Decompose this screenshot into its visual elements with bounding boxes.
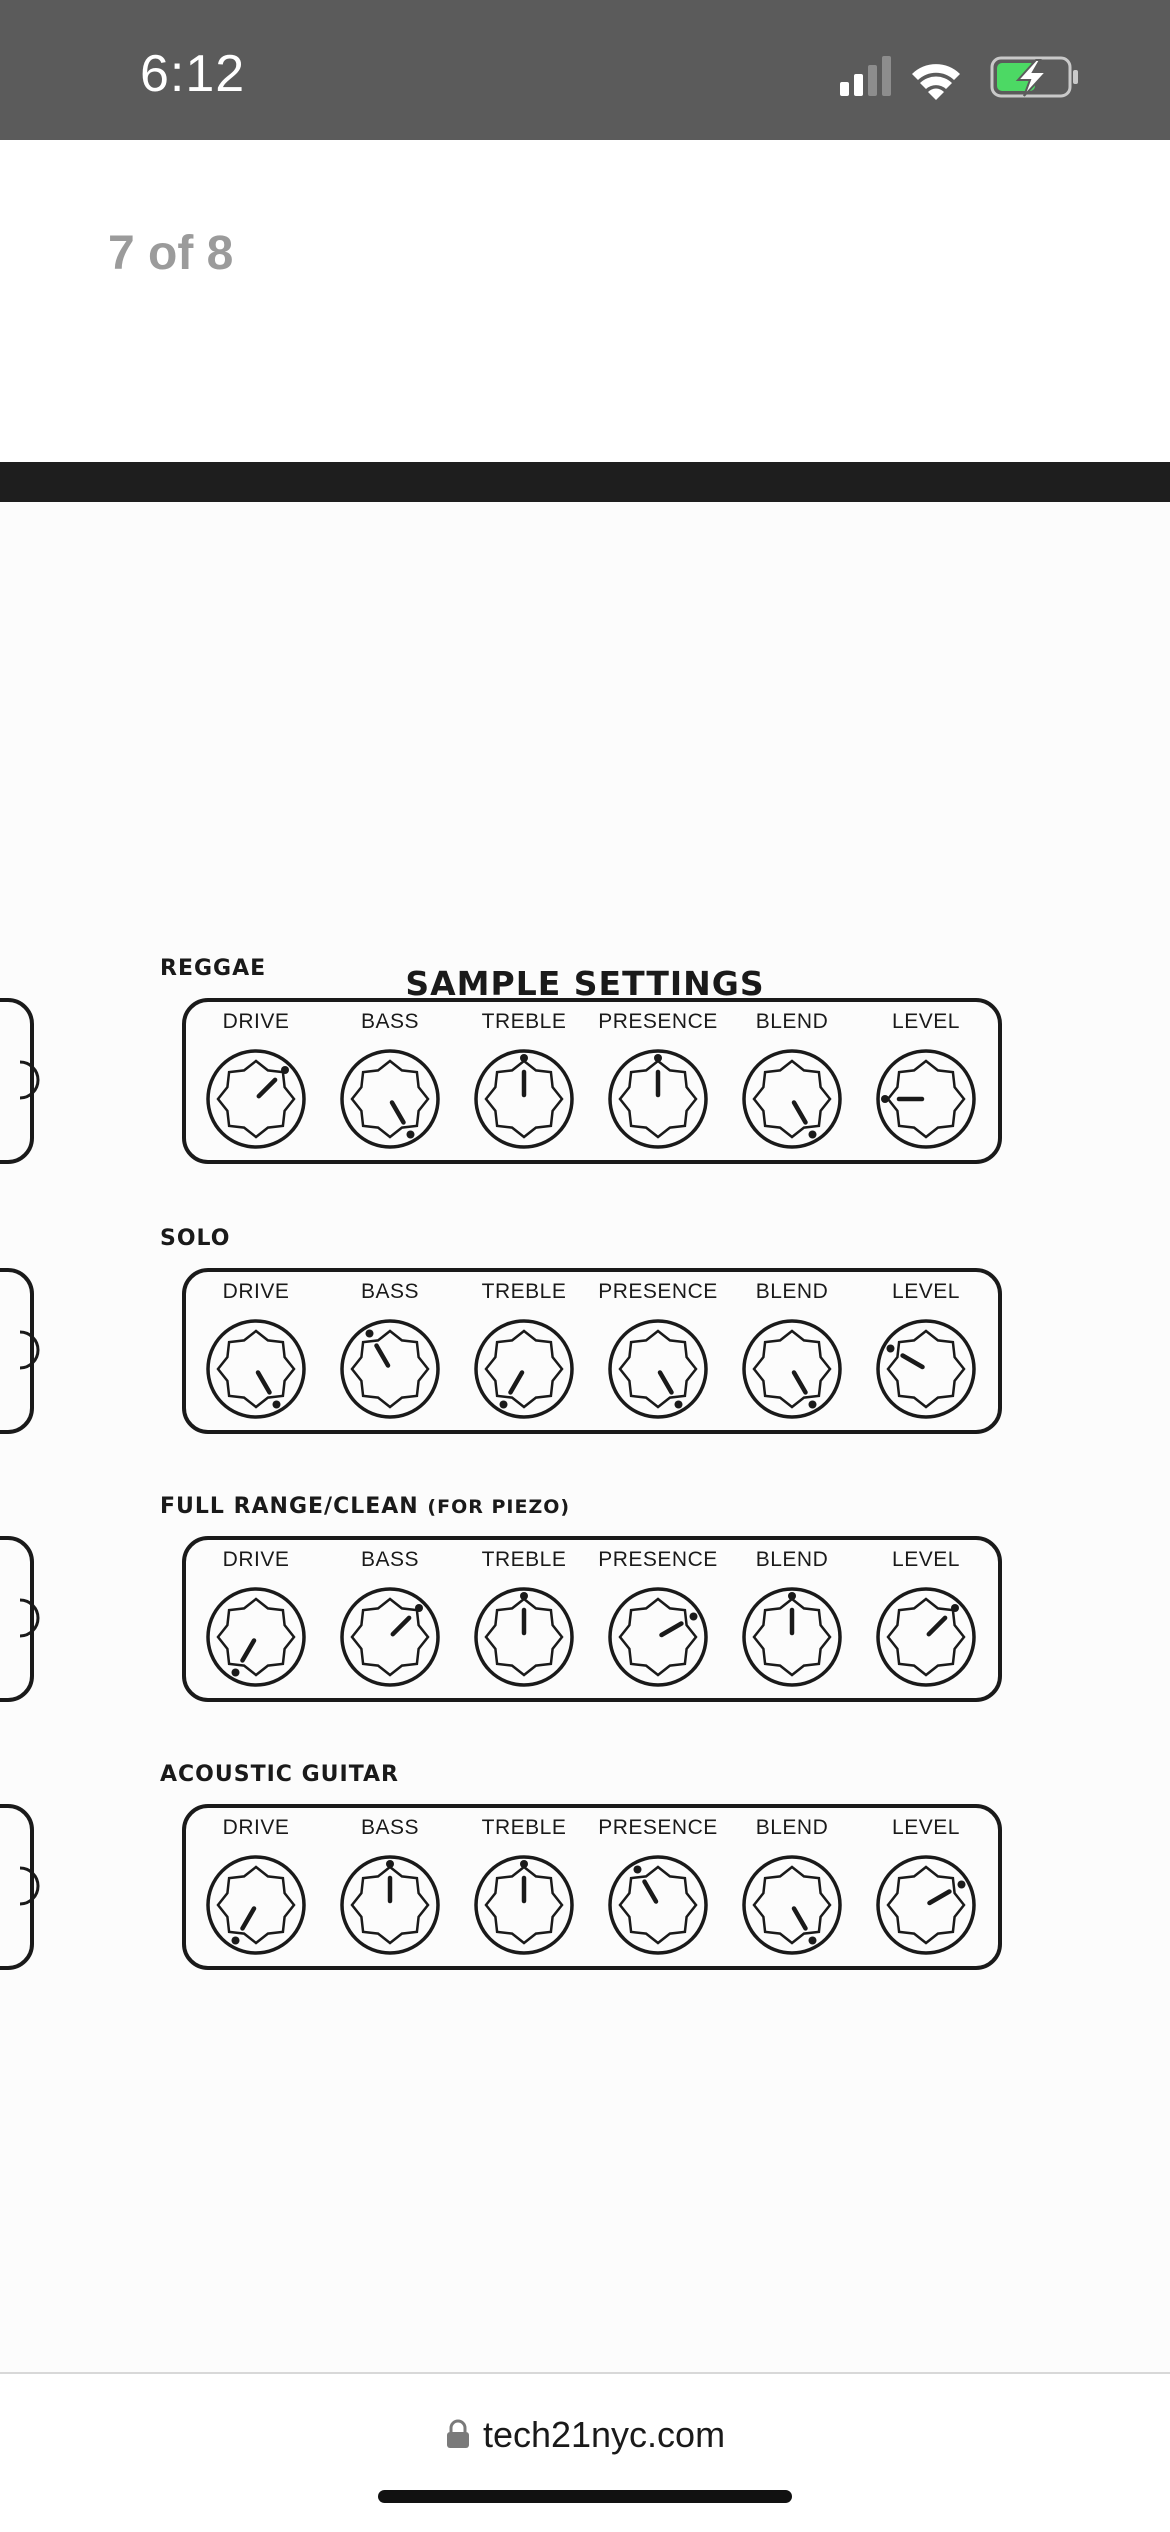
knob-icon bbox=[474, 1587, 574, 1687]
knob-icon bbox=[742, 1319, 842, 1419]
section-title: SOLO bbox=[160, 1226, 230, 1251]
knob-label: LEVEL bbox=[892, 1816, 960, 1839]
settings-panel: DRIVE BASS TREBLE PRESENCE BLEND LEVEL bbox=[182, 1268, 1002, 1434]
cropped-knob-icon bbox=[20, 1330, 40, 1370]
cropped-knob-icon bbox=[20, 1866, 40, 1906]
knob-icon bbox=[340, 1049, 440, 1149]
cropped-panel-edge bbox=[0, 1536, 40, 1702]
knob-label: BLEND bbox=[755, 1010, 829, 1033]
knob-label: BASS bbox=[360, 1280, 420, 1303]
knob-icon bbox=[608, 1319, 708, 1419]
knob-label: BLEND bbox=[755, 1548, 829, 1571]
cropped-knob-icon bbox=[20, 1060, 40, 1100]
url-text: tech21nyc.com bbox=[482, 2414, 726, 2455]
knob-icon bbox=[876, 1319, 976, 1419]
wifi-icon bbox=[912, 64, 960, 100]
knob-icon bbox=[206, 1319, 306, 1419]
viewer-header: 7 of 8 bbox=[0, 140, 1170, 462]
knob-icon bbox=[206, 1855, 306, 1955]
knob-icon bbox=[340, 1587, 440, 1687]
knob-label: BASS bbox=[360, 1010, 420, 1033]
url-display[interactable]: tech21nyc.com bbox=[0, 2414, 1170, 2456]
knob-icon bbox=[340, 1319, 440, 1419]
section-title: FULL RANGE/CLEAN (FOR PIEZO) bbox=[160, 1494, 570, 1519]
page-divider bbox=[0, 462, 1170, 502]
knob-icon bbox=[206, 1587, 306, 1687]
knob-icon bbox=[474, 1049, 574, 1149]
knob-icon bbox=[608, 1855, 708, 1955]
knob-label: DRIVE bbox=[222, 1280, 290, 1303]
section-name: SOLO bbox=[160, 1226, 231, 1251]
section-name: REGGAE bbox=[160, 956, 267, 981]
home-indicator[interactable] bbox=[378, 2490, 792, 2503]
knob-label: TREBLE bbox=[481, 1548, 567, 1571]
knob-label: DRIVE bbox=[222, 1548, 290, 1571]
knob-label: DRIVE bbox=[222, 1010, 290, 1033]
knob-label: LEVEL bbox=[892, 1280, 960, 1303]
browser-bottom-bar: tech21nyc.com bbox=[0, 2372, 1170, 2532]
knob-label: TREBLE bbox=[481, 1280, 567, 1303]
knob-label: BLEND bbox=[755, 1280, 829, 1303]
knob-icon bbox=[876, 1855, 976, 1955]
cropped-panel-edge bbox=[0, 1268, 40, 1434]
knob-label: BASS bbox=[360, 1816, 420, 1839]
battery-charging-icon bbox=[990, 56, 1078, 98]
knob-label: LEVEL bbox=[892, 1010, 960, 1033]
cellular-signal-icon bbox=[840, 56, 891, 96]
status-time: 6:12 bbox=[140, 45, 246, 103]
knob-label: PRESENCE bbox=[598, 1280, 718, 1303]
settings-panel: DRIVE BASS TREBLE PRESENCE BLEND LEVEL bbox=[182, 1536, 1002, 1702]
knob-label: TREBLE bbox=[481, 1010, 567, 1033]
lock-icon bbox=[446, 2419, 469, 2448]
knob-icon bbox=[474, 1855, 574, 1955]
document-page[interactable]: SAMPLE SETTINGS REGGAE DRIVE BASS TREBLE PRE… bbox=[0, 502, 1170, 2372]
knob-icon bbox=[608, 1049, 708, 1149]
knob-icon bbox=[206, 1049, 306, 1149]
knob-label: PRESENCE bbox=[598, 1548, 718, 1571]
knob-icon bbox=[742, 1587, 842, 1687]
section-name: FULL RANGE/CLEAN bbox=[160, 1494, 419, 1519]
cropped-knob-icon bbox=[20, 1598, 40, 1638]
cropped-panel-edge bbox=[0, 998, 40, 1164]
section-subtitle: (FOR PIEZO) bbox=[427, 1496, 571, 1518]
knob-icon bbox=[742, 1049, 842, 1149]
knob-icon bbox=[742, 1855, 842, 1955]
knob-label: PRESENCE bbox=[598, 1010, 718, 1033]
knob-label: TREBLE bbox=[481, 1816, 567, 1839]
status-icons bbox=[840, 56, 1078, 100]
knob-label: PRESENCE bbox=[598, 1816, 718, 1839]
knob-label: BLEND bbox=[755, 1816, 829, 1839]
cropped-panel-edge bbox=[0, 1804, 40, 1970]
status-bar: 6:12 bbox=[0, 0, 1170, 140]
settings-panel: DRIVE BASS TREBLE PRESENCE BLEND LEVEL bbox=[182, 1804, 1002, 1970]
knob-label: DRIVE bbox=[222, 1816, 290, 1839]
knob-label: LEVEL bbox=[892, 1548, 960, 1571]
knob-icon bbox=[474, 1319, 574, 1419]
settings-panel: DRIVE BASS TREBLE PRESENCE BLEND LEVEL bbox=[182, 998, 1002, 1164]
section-title: REGGAE bbox=[160, 956, 266, 981]
knob-label: BASS bbox=[360, 1548, 420, 1571]
section-title: ACOUSTIC GUITAR bbox=[160, 1762, 399, 1787]
knob-icon bbox=[876, 1587, 976, 1687]
knob-icon bbox=[340, 1855, 440, 1955]
section-name: ACOUSTIC GUITAR bbox=[160, 1762, 399, 1787]
knob-icon bbox=[876, 1049, 976, 1149]
document-title: SAMPLE SETTINGS bbox=[405, 964, 765, 1003]
knob-icon bbox=[608, 1587, 708, 1687]
page-indicator: 7 of 8 bbox=[108, 227, 234, 280]
